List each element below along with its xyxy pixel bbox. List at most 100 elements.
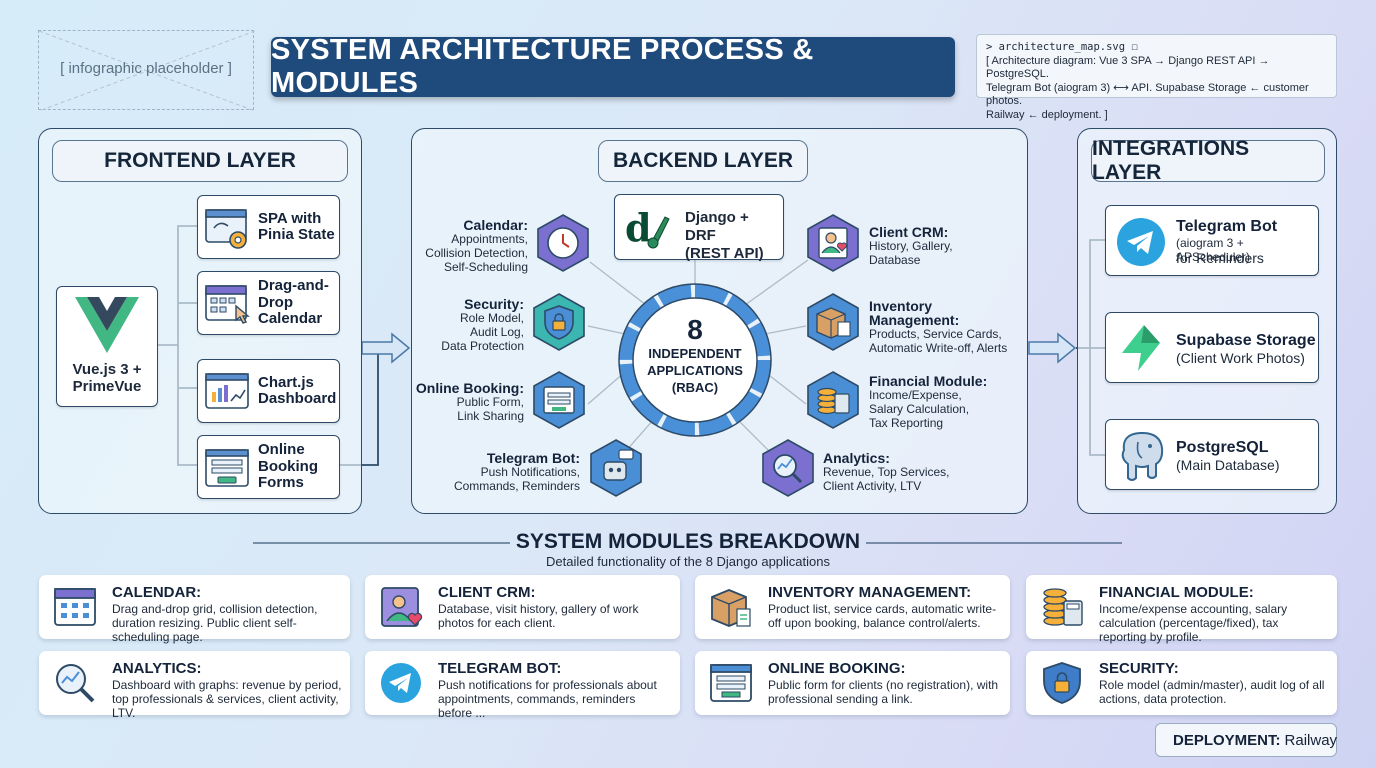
hex-telegram bbox=[590, 439, 642, 497]
breakdown-subtitle: Detailed functionality of the 8 Django a… bbox=[545, 554, 830, 569]
module-inventory-l2: Automatic Write-off, Alerts bbox=[869, 341, 1008, 355]
module-calendar-l2: Collision Detection, bbox=[425, 246, 528, 260]
int-postgres-title: PostgreSQL bbox=[1176, 439, 1269, 456]
vue-label-1: Vue.js 3 + bbox=[72, 361, 142, 378]
module-financial-l1: Income/Expense, bbox=[869, 388, 962, 402]
bd-card-telegram: TELEGRAM BOT: Push notifications for pro… bbox=[365, 651, 680, 720]
module-telegram-title: Telegram Bot: bbox=[486, 450, 580, 466]
bd-security-desc: Role model (admin/master), audit log of … bbox=[1099, 678, 1325, 706]
bd-financial-title: FINANCIAL MODULE: bbox=[1099, 584, 1254, 601]
infographic-placeholder: [ infographic placeholder ] bbox=[38, 30, 255, 111]
fe-card-chart-l1: Chart.js bbox=[258, 373, 314, 391]
int-telegram-l1: (aiogram 3 + APScheduler) bbox=[1176, 236, 1251, 264]
code-line-2: Telegram Bot (aiogram 3) ⟷ API. Supabase… bbox=[986, 81, 1309, 108]
module-crm-l2: Database bbox=[869, 253, 921, 267]
fe-card-spa-l2: Pinia State bbox=[258, 226, 335, 243]
module-booking-l2: Link Sharing bbox=[457, 409, 524, 423]
module-security-l1: Role Model, bbox=[459, 311, 524, 325]
module-security: Security: Role Model, Audit Log, Data Pr… bbox=[412, 297, 524, 353]
vue-card: Vue.js 3 + PrimeVue bbox=[56, 286, 158, 407]
placeholder-cross bbox=[39, 31, 255, 111]
analytics-magnifier-icon bbox=[56, 664, 95, 703]
fe-card-cal-l1: Drag-and- bbox=[258, 277, 329, 295]
postgresql-elephant-icon bbox=[1121, 431, 1164, 481]
code-box: > architecture_map.svg ☐ [ Architecture … bbox=[976, 34, 1337, 121]
telegram-icon bbox=[381, 663, 421, 703]
title-banner: SYSTEM ARCHITECTURE PROCESS & MODULES bbox=[271, 34, 955, 99]
bd-card-analytics: ANALYTICS: Dashboard with graphs: revenu… bbox=[39, 651, 350, 720]
fe-card-book-l2: Booking bbox=[258, 457, 318, 475]
bd-inventory-desc: Product list, service cards, automatic w… bbox=[768, 602, 997, 630]
hex-inventory bbox=[807, 293, 859, 351]
bd-booking-desc: Public form for clients (no registration… bbox=[768, 678, 999, 706]
bd-card-financial: FINANCIAL MODULE: Income/expense account… bbox=[1026, 575, 1337, 644]
hex-booking bbox=[533, 371, 585, 429]
arrow-frontend-backend bbox=[361, 332, 411, 364]
int-card-telegram: Telegram Bot (aiogram 3 + APScheduler) f… bbox=[1105, 205, 1319, 276]
module-calendar-title: Calendar: bbox=[463, 217, 528, 233]
fe-card-chart-l2: Dashboard bbox=[258, 390, 337, 407]
inventory-box-icon bbox=[711, 589, 751, 627]
django-card: d Django + DRF (REST API) bbox=[614, 194, 784, 262]
module-inventory: Inventory Management: Products, Service … bbox=[869, 299, 1025, 355]
django-label-2: (REST API) bbox=[685, 245, 764, 262]
bd-card-calendar: CALENDAR: Drag and-drop grid, collision … bbox=[39, 575, 350, 644]
calendar-drag-icon bbox=[205, 285, 250, 324]
module-telegram-l2: Commands, Reminders bbox=[453, 479, 580, 493]
fe-card-book-l3: Forms bbox=[258, 474, 304, 492]
apps-count: 8 bbox=[687, 314, 703, 345]
integrations-title: INTEGRATIONS LAYER bbox=[1091, 137, 1325, 184]
apps-l3: (RBAC) bbox=[671, 380, 719, 395]
booking-form-icon bbox=[205, 449, 249, 487]
module-inventory-l1: Products, Service Cards, bbox=[869, 327, 1002, 341]
vue-label-2: PrimeVue bbox=[72, 378, 142, 395]
bd-crm-title: CLIENT CRM: bbox=[438, 584, 536, 601]
code-line-1: [ Architecture diagram: Vue 3 SPA → Djan… bbox=[986, 54, 1270, 81]
backend-title: BACKEND LAYER bbox=[598, 140, 808, 182]
fe-card-spa-l1: SPA with bbox=[258, 209, 322, 227]
bd-calendar-title: CALENDAR: bbox=[112, 584, 202, 601]
arrow-backend-integrations bbox=[1028, 332, 1077, 364]
page-title: SYSTEM ARCHITECTURE PROCESS & MODULES bbox=[271, 34, 814, 99]
frontend-title: FRONTEND LAYER bbox=[52, 140, 348, 182]
module-crm: Client CRM: History, Gallery, Database bbox=[869, 225, 1019, 267]
bd-card-booking: ONLINE BOOKING: Public form for clients … bbox=[695, 651, 1010, 715]
fe-card-book-l1: Online bbox=[258, 441, 305, 459]
bd-calendar-desc: Drag and-drop grid, collision detection,… bbox=[112, 602, 318, 644]
int-supabase-title: Supabase Storage bbox=[1176, 332, 1316, 349]
spa-settings-icon bbox=[205, 209, 247, 249]
breakdown-title: SYSTEM MODULES BREAKDOWN bbox=[515, 530, 861, 553]
ring-segments bbox=[619, 284, 771, 436]
module-analytics: Analytics: Revenue, Top Services, Client… bbox=[823, 451, 973, 493]
bd-inventory-title: INVENTORY MANAGEMENT: bbox=[768, 584, 972, 601]
telegram-logo-icon bbox=[1117, 218, 1165, 266]
module-crm-l1: History, Gallery, bbox=[869, 239, 953, 253]
calendar-grid-icon bbox=[54, 588, 96, 626]
module-security-title: Security: bbox=[464, 296, 524, 312]
svg-text:d: d bbox=[625, 205, 652, 250]
int-telegram-title: Telegram Bot bbox=[1176, 218, 1278, 235]
hex-crm bbox=[807, 214, 859, 272]
bd-card-security: SECURITY: Role model (admin/master), aud… bbox=[1026, 651, 1337, 715]
placeholder-label: [ infographic placeholder ] bbox=[60, 60, 232, 77]
bd-analytics-desc: Dashboard with graphs: revenue by period… bbox=[112, 678, 342, 720]
django-logo-icon: d bbox=[625, 205, 670, 250]
module-financial-title: Financial Module: bbox=[869, 373, 988, 389]
module-booking-l1: Public Form, bbox=[456, 395, 524, 409]
coins-icon bbox=[817, 387, 837, 415]
hex-financial bbox=[807, 371, 859, 429]
apps-center: 8 INDEPENDENT APPLICATIONS (RBAC) bbox=[625, 315, 765, 396]
online-form-icon bbox=[710, 664, 752, 702]
module-calendar-l1: Appointments, bbox=[451, 232, 528, 246]
bd-financial-desc: Income/expense accounting, salary calcul… bbox=[1099, 602, 1288, 644]
bd-card-inventory: INVENTORY MANAGEMENT: Product list, serv… bbox=[695, 575, 1010, 639]
hex-security bbox=[533, 293, 585, 351]
apps-l2: APPLICATIONS bbox=[647, 363, 743, 378]
module-analytics-l1: Revenue, Top Services, bbox=[823, 465, 950, 479]
client-profile-icon bbox=[381, 587, 423, 627]
security-shield-icon bbox=[1043, 662, 1081, 704]
module-security-l3: Data Protection bbox=[441, 339, 524, 353]
module-financial: Financial Module: Income/Expense, Salary… bbox=[869, 374, 1019, 430]
